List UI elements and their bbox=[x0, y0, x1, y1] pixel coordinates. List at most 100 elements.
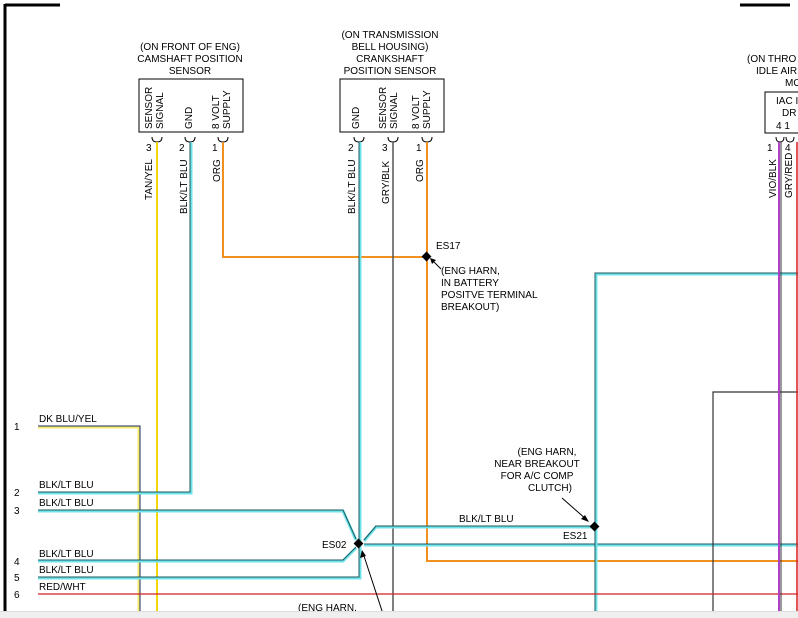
es17-label: ES17 bbox=[436, 241, 461, 252]
wire-crank-gnd bbox=[38, 142, 360, 578]
es02-dot bbox=[353, 538, 364, 549]
es02-label: ES02 bbox=[322, 540, 347, 551]
es21-note-2: NEAR BREAKOUT bbox=[494, 459, 580, 470]
crank-pin3-label-2: SIGNAL bbox=[389, 92, 400, 129]
es21-arrow bbox=[561, 497, 588, 521]
crank-wire-2-label: BLK/LT BLU bbox=[347, 159, 358, 214]
wire-crank-org bbox=[426, 142, 798, 562]
iac-title-2: IDLE AIR bbox=[756, 66, 797, 77]
iac-motor: (ON THRO IDLE AIR MO IAC I DR 4 1 1 4 VI… bbox=[747, 54, 798, 198]
wire-dk-blu-yel bbox=[38, 425, 141, 612]
es17-note-1: (ENG HARN, bbox=[441, 266, 500, 277]
wire-dark-right bbox=[712, 391, 798, 612]
es21-note-1: (ENG HARN, bbox=[518, 447, 577, 458]
es17-note-2: IN BATTERY bbox=[441, 278, 499, 289]
es21-label: ES21 bbox=[563, 531, 588, 542]
es17-dot bbox=[421, 251, 432, 262]
cam-pin-num-2: 2 bbox=[179, 143, 185, 154]
wire-es02-es21-stripe bbox=[362, 525, 594, 542]
cam-wire-2-label: BLK/LT BLU bbox=[179, 159, 190, 214]
wire-pin3 bbox=[38, 509, 357, 540]
wire-pin4-stripe bbox=[38, 546, 358, 563]
pin-num-6: 6 bbox=[14, 590, 20, 601]
cam-title-2: CAMSHAFT POSITION bbox=[137, 54, 242, 65]
crank-pin1-label-1: 8 VOLT bbox=[411, 95, 422, 129]
wire-es21-vertical bbox=[594, 272, 798, 612]
es17-note-4: BREAKOUT) bbox=[441, 302, 499, 313]
crank-connector-box bbox=[339, 78, 445, 133]
pin-num-3: 3 bbox=[14, 506, 20, 517]
pin-wire-4: BLK/LT BLU bbox=[39, 549, 94, 560]
pin-num-5: 5 bbox=[14, 573, 20, 584]
cam-wire-1-label: ORG bbox=[212, 159, 223, 182]
iac-box-text-1: IAC I bbox=[776, 96, 798, 107]
crank-title-2: BELL HOUSING) bbox=[352, 42, 429, 53]
crank-terminal-2 bbox=[353, 136, 365, 143]
crank-terminal-3 bbox=[387, 136, 399, 143]
es21-dot bbox=[589, 521, 600, 532]
iac-terminal-1 bbox=[775, 136, 785, 143]
cam-terminal-2 bbox=[184, 136, 196, 143]
es02-note-1: (ENG HARN, bbox=[298, 603, 357, 614]
cam-terminal-1 bbox=[217, 136, 229, 143]
wire-cam-org bbox=[222, 142, 427, 258]
iac-pin-num-1: 1 bbox=[767, 143, 773, 154]
pin-num-1: 1 bbox=[14, 422, 20, 433]
es21-note-3: FOR A/C COMP bbox=[501, 471, 574, 482]
cam-connector-box bbox=[138, 78, 244, 133]
pin-wire-2: BLK/LT BLU bbox=[39, 480, 94, 491]
iac-connector-box bbox=[764, 91, 798, 134]
cam-terminal-3 bbox=[151, 136, 163, 143]
camshaft-sensor: (ON FRONT OF ENG) CAMSHAFT POSITION SENS… bbox=[137, 42, 244, 214]
cam-pin2-label: GND bbox=[184, 107, 195, 129]
cam-pin-num-1: 1 bbox=[212, 143, 218, 154]
iac-pin-num-4: 4 bbox=[785, 143, 791, 154]
pin-num-4: 4 bbox=[14, 557, 20, 568]
wire-crank-gnd-stripe bbox=[38, 142, 362, 580]
es21-arrowhead bbox=[581, 515, 589, 522]
iac-box-text-3: 4 1 bbox=[776, 121, 790, 132]
pin-num-2: 2 bbox=[14, 488, 20, 499]
cam-pin-num-3: 3 bbox=[146, 143, 152, 154]
crank-terminal-1 bbox=[421, 136, 433, 143]
mid-wire-label: BLK/LT BLU bbox=[459, 514, 514, 525]
connector-pin-list: 1 DK BLU/YEL 2 BLK/LT BLU 3 BLK/LT BLU 4… bbox=[14, 414, 97, 601]
splice-es17: ES17 (ENG HARN, IN BATTERY POSITVE TERMI… bbox=[421, 241, 538, 313]
es21-note-4: CLUTCH) bbox=[528, 483, 572, 494]
iac-title-1: (ON THRO bbox=[747, 54, 796, 65]
es02-arrow bbox=[362, 552, 385, 617]
crank-pin-num-3: 3 bbox=[382, 143, 388, 154]
cam-pin3-label-2: SIGNAL bbox=[155, 92, 166, 129]
window-bottom-edge bbox=[0, 611, 798, 618]
wire-pin3-stripe bbox=[38, 509, 358, 541]
es17-arrowhead bbox=[430, 258, 436, 264]
pin-wire-6: RED/WHT bbox=[39, 582, 86, 593]
cam-pin1-label-1: 8 VOLT bbox=[211, 95, 222, 129]
wire-cam-gnd-stripe bbox=[38, 142, 193, 495]
pin-wire-5: BLK/LT BLU bbox=[39, 565, 94, 576]
crankshaft-sensor: (ON TRANSMISSION BELL HOUSING) CRANKSHAF… bbox=[339, 30, 445, 214]
iac-terminal-4 bbox=[785, 136, 795, 143]
wires bbox=[38, 142, 798, 612]
crank-wire-3-label: GRY/BLK bbox=[381, 161, 392, 204]
iac-box-text-2: DR bbox=[782, 108, 796, 119]
wire-es02-es21 bbox=[363, 525, 594, 541]
cam-pin1-label-2: SUPPLY bbox=[222, 90, 233, 129]
pin-wire-3: BLK/LT BLU bbox=[39, 498, 94, 509]
crank-title-3: CRANKSHAFT bbox=[356, 54, 424, 65]
es02-arrowhead bbox=[360, 550, 366, 558]
wire-cam-gnd bbox=[38, 142, 191, 493]
pin-wire-1: DK BLU/YEL bbox=[39, 414, 97, 425]
es17-note-3: POSITVE TERMINAL bbox=[441, 290, 538, 301]
crank-title-4: POSITION SENSOR bbox=[344, 66, 437, 77]
splice-es02: ES02 (ENG HARN, bbox=[298, 538, 385, 617]
cam-title-1: (ON FRONT OF ENG) bbox=[140, 42, 240, 53]
crank-wire-1-label: ORG bbox=[415, 159, 426, 182]
crank-title-1: (ON TRANSMISSION bbox=[341, 30, 438, 41]
crank-pin2-label: GND bbox=[351, 107, 362, 129]
wire-pin4 bbox=[38, 546, 357, 561]
cam-wire-3-label: TAN/YEL bbox=[144, 159, 155, 200]
crank-pin1-label-2: SUPPLY bbox=[422, 90, 433, 129]
iac-wire-1-label: VIO/BLK bbox=[768, 159, 779, 198]
